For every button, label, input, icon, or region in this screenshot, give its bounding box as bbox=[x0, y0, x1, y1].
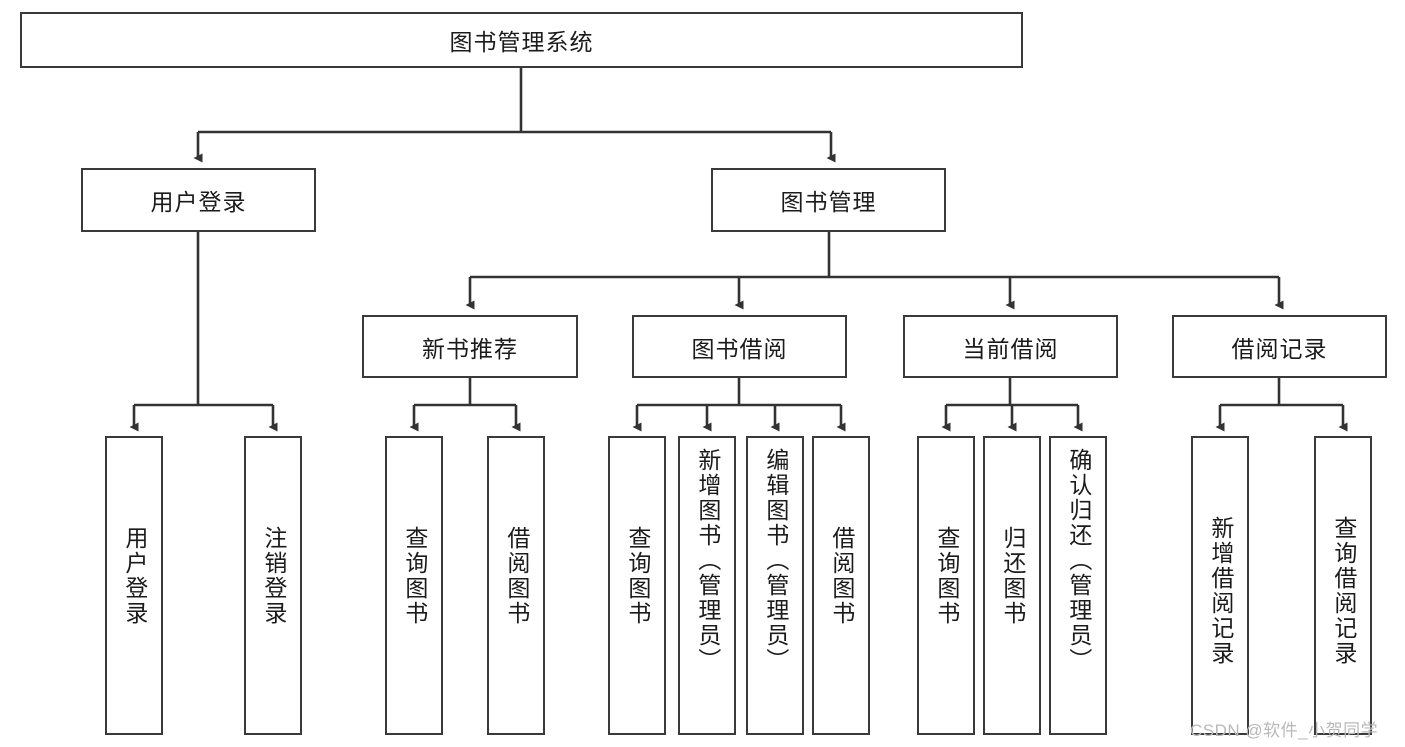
leaf-user-login[interactable]: 用户登录 bbox=[105, 436, 163, 735]
leaf-label: 查询借阅记录 bbox=[1330, 516, 1357, 666]
node-label: 图书管理 bbox=[780, 189, 877, 215]
node-label: 当前借阅 bbox=[962, 335, 1059, 362]
node-new-book-recommend[interactable]: 新书推荐 bbox=[362, 315, 578, 378]
leaf-label: 编辑图书（管理员） bbox=[762, 448, 789, 673]
csdn-watermark: CSDN @软件_小贺同学 bbox=[1190, 721, 1379, 740]
node-book-management[interactable]: 图书管理 bbox=[711, 168, 946, 232]
leaf-label: 借阅图书 bbox=[828, 526, 855, 626]
leaf-edit-book-admin[interactable]: 编辑图书（管理员） bbox=[746, 436, 804, 735]
leaf-label: 查询图书 bbox=[624, 526, 651, 626]
leaf-borrow-book[interactable]: 借阅图书 bbox=[812, 436, 870, 735]
leaf-label: 查询图书 bbox=[401, 526, 428, 626]
leaf-borrow-book-recommend[interactable]: 借阅图书 bbox=[487, 436, 545, 735]
leaf-query-borrow-record[interactable]: 查询借阅记录 bbox=[1314, 436, 1372, 735]
node-borrow-record[interactable]: 借阅记录 bbox=[1172, 315, 1387, 378]
leaf-add-borrow-record[interactable]: 新增借阅记录 bbox=[1191, 436, 1249, 735]
node-label: 图书借阅 bbox=[691, 335, 788, 362]
node-current-borrow[interactable]: 当前借阅 bbox=[903, 315, 1118, 378]
leaf-label: 用户登录 bbox=[121, 526, 148, 626]
leaf-query-book-borrow[interactable]: 查询图书 bbox=[608, 436, 666, 735]
leaf-label: 注销登录 bbox=[260, 526, 287, 626]
leaf-label: 新增借阅记录 bbox=[1207, 516, 1234, 666]
leaf-label: 归还图书 bbox=[999, 526, 1026, 626]
leaf-logout[interactable]: 注销登录 bbox=[244, 436, 302, 735]
leaf-add-book-admin[interactable]: 新增图书（管理员） bbox=[678, 436, 736, 735]
leaf-confirm-return-admin[interactable]: 确认归还（管理员） bbox=[1049, 436, 1107, 735]
node-label: 新书推荐 bbox=[422, 335, 518, 362]
leaf-label: 借阅图书 bbox=[503, 526, 530, 626]
leaf-query-book-current[interactable]: 查询图书 bbox=[917, 436, 975, 735]
leaf-query-book-recommend[interactable]: 查询图书 bbox=[385, 436, 443, 735]
leaf-label: 新增图书（管理员） bbox=[694, 448, 721, 673]
leaf-return-book[interactable]: 归还图书 bbox=[983, 436, 1041, 735]
node-label: 借阅记录 bbox=[1231, 335, 1328, 362]
leaf-label: 确认归还（管理员） bbox=[1065, 448, 1092, 673]
node-root-system[interactable]: 图书管理系统 bbox=[20, 12, 1023, 68]
node-label: 用户登录 bbox=[150, 189, 247, 215]
leaf-label: 查询图书 bbox=[933, 526, 960, 626]
node-book-borrow[interactable]: 图书借阅 bbox=[632, 315, 847, 378]
node-user-login[interactable]: 用户登录 bbox=[81, 168, 316, 232]
node-root-label: 图书管理系统 bbox=[449, 29, 594, 55]
